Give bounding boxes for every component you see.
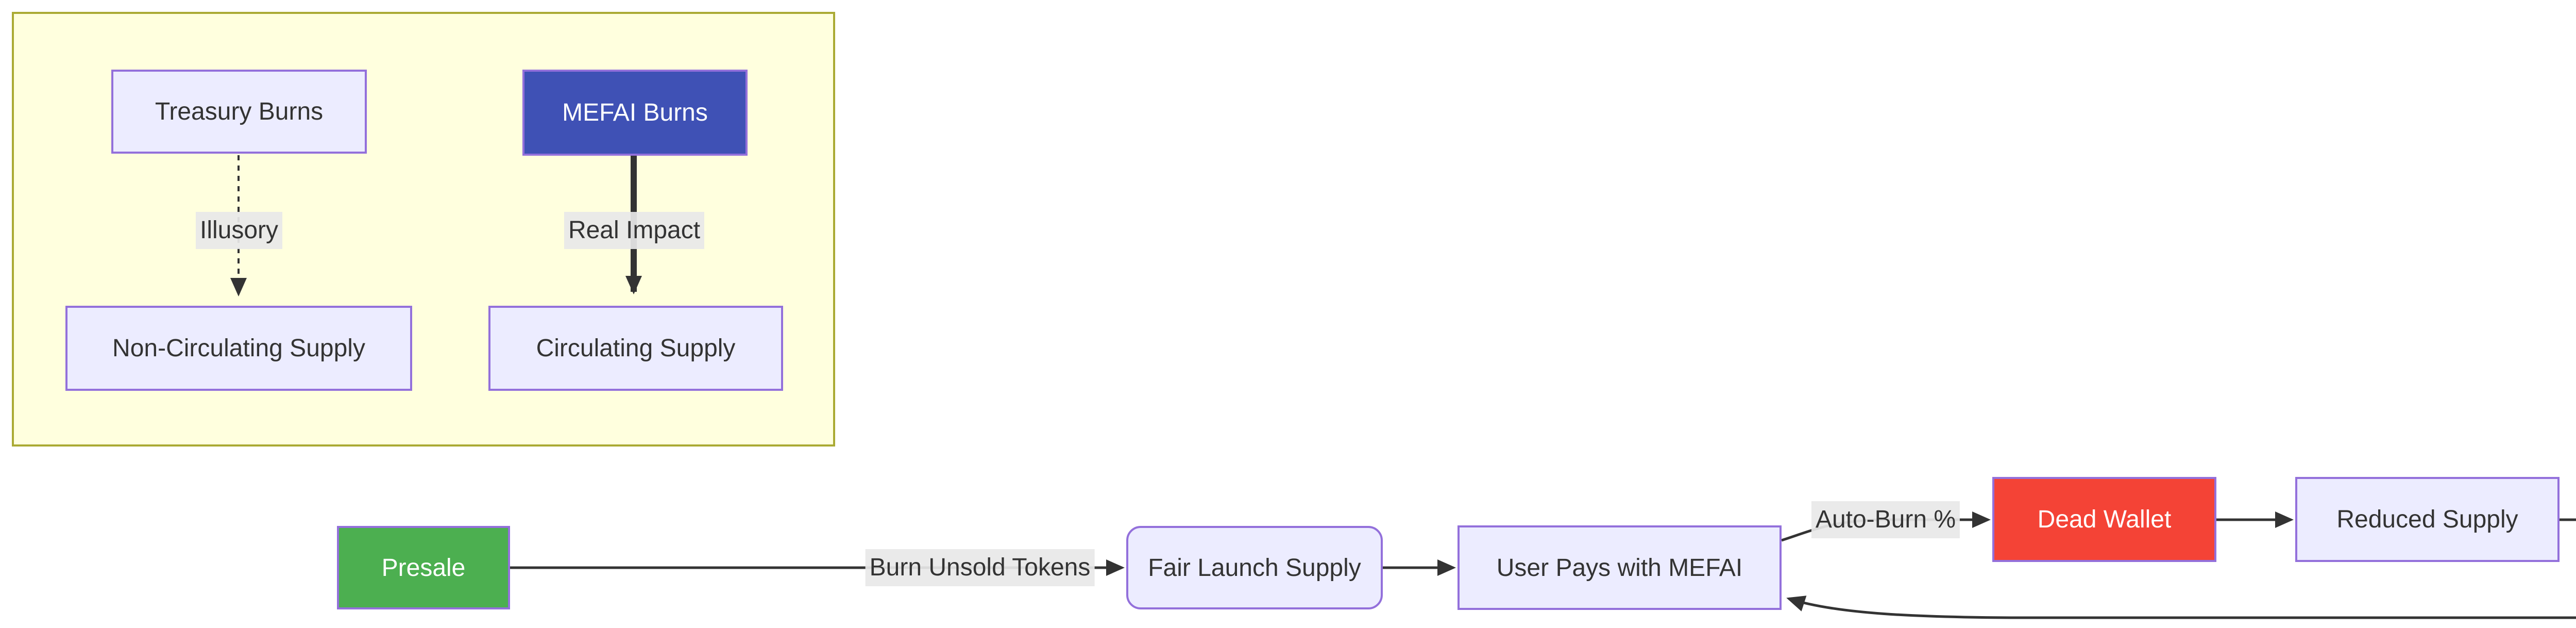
node-circulating-supply: Circulating Supply bbox=[488, 306, 783, 391]
node-fair-launch-supply: Fair Launch Supply bbox=[1126, 526, 1383, 609]
edge-label-illusory: Illusory bbox=[195, 212, 283, 249]
node-user-pays-with-mefai-label: User Pays with MEFAI bbox=[1496, 554, 1743, 582]
edge-more-adoption-loop-to-user-pays bbox=[1786, 596, 2576, 619]
node-circulating-supply-label: Circulating Supply bbox=[536, 335, 736, 362]
node-reduced-supply: Reduced Supply bbox=[2295, 477, 2560, 562]
node-presale-label: Presale bbox=[381, 554, 466, 582]
edge-label-real-impact: Real Impact bbox=[564, 212, 705, 249]
node-dead-wallet: Dead Wallet bbox=[1992, 477, 2216, 562]
node-reduced-supply-label: Reduced Supply bbox=[2336, 506, 2518, 533]
node-treasury-burns-label: Treasury Burns bbox=[155, 98, 324, 125]
node-non-circulating-supply-label: Non-Circulating Supply bbox=[112, 335, 365, 362]
node-presale: Presale bbox=[337, 526, 510, 609]
edge-label-auto-burn-percent: Auto-Burn % bbox=[1811, 501, 1960, 538]
edge-label-burn-unsold-tokens: Burn Unsold Tokens bbox=[865, 549, 1095, 586]
node-treasury-burns: Treasury Burns bbox=[111, 70, 367, 154]
node-fair-launch-supply-label: Fair Launch Supply bbox=[1148, 554, 1361, 582]
node-dead-wallet-label: Dead Wallet bbox=[2037, 506, 2172, 533]
node-mefai-burns-label: MEFAI Burns bbox=[562, 99, 708, 126]
node-non-circulating-supply: Non-Circulating Supply bbox=[65, 306, 412, 391]
node-mefai-burns: MEFAI Burns bbox=[522, 70, 748, 156]
node-user-pays-with-mefai: User Pays with MEFAI bbox=[1458, 525, 1782, 610]
